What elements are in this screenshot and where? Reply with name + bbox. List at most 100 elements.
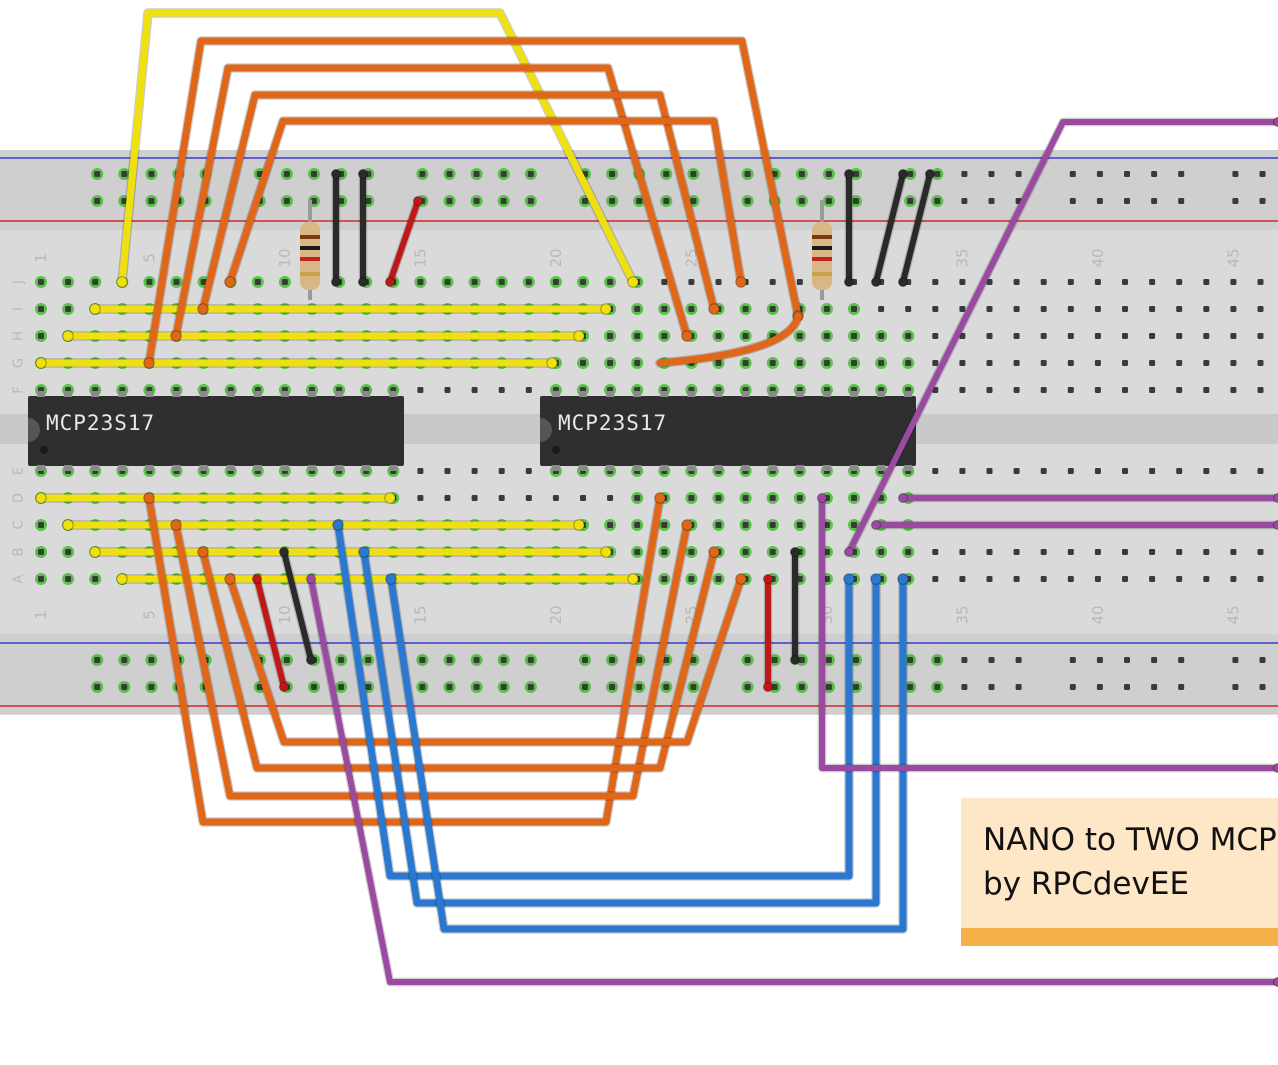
hole	[148, 684, 155, 690]
note-title: NANO to TWO MCP23S17	[983, 822, 1278, 858]
hole	[500, 198, 507, 204]
hole	[609, 684, 616, 690]
hole	[38, 306, 44, 312]
column-number: 5	[140, 610, 158, 620]
hole	[525, 495, 532, 501]
ic-chip-2: MCP23S17	[540, 391, 916, 471]
hole	[744, 657, 751, 663]
hole	[1013, 468, 1020, 474]
hole	[417, 468, 424, 474]
blue-wire	[360, 548, 880, 907]
chip-pin	[91, 391, 100, 397]
row-letter: F	[12, 386, 27, 393]
hole	[986, 387, 993, 393]
row-letter: H	[12, 331, 27, 341]
row-letter: C	[12, 520, 27, 529]
chip-pin1-dot	[40, 446, 48, 454]
wire-end	[708, 303, 720, 315]
wire-end	[925, 169, 935, 179]
hole	[607, 522, 614, 528]
orange-wire	[199, 548, 718, 772]
chip-pin	[280, 465, 289, 471]
hole	[715, 576, 722, 582]
resistor-band	[300, 272, 320, 276]
hole	[1149, 387, 1156, 393]
purple-wire	[846, 119, 1278, 555]
chip-pin	[226, 391, 235, 397]
wire-end	[844, 169, 854, 179]
wire-end	[385, 573, 397, 585]
hole	[905, 333, 912, 339]
hole	[907, 171, 914, 177]
hole	[1203, 387, 1210, 393]
chip-pin	[687, 465, 696, 471]
hole	[121, 657, 128, 663]
hole	[1230, 279, 1237, 285]
hole	[92, 279, 99, 285]
hole	[1176, 279, 1183, 285]
resistor-1	[300, 200, 320, 300]
hole	[986, 549, 993, 555]
hole	[1259, 657, 1266, 663]
hole	[500, 684, 507, 690]
hole	[1149, 549, 1156, 555]
wire-end	[1273, 763, 1278, 773]
hole	[1094, 549, 1101, 555]
chip-pin	[308, 391, 316, 397]
hole	[1232, 171, 1239, 177]
hole	[932, 333, 939, 339]
hole	[1178, 171, 1185, 177]
hole	[1178, 657, 1185, 663]
column-number: 35	[953, 605, 971, 624]
hole	[663, 684, 670, 690]
hole	[769, 549, 776, 555]
hole	[798, 657, 805, 663]
hole	[823, 306, 830, 312]
hole	[1230, 468, 1237, 474]
hole	[715, 522, 722, 528]
hole	[878, 549, 885, 555]
hole	[878, 333, 885, 339]
hole	[634, 495, 641, 501]
row-letter: A	[12, 574, 27, 583]
chip-pin	[795, 465, 804, 471]
hole	[1176, 360, 1183, 366]
hole	[94, 684, 101, 690]
hole	[1094, 576, 1101, 582]
chip-pin	[37, 391, 45, 397]
hole	[338, 657, 345, 663]
hole	[607, 360, 614, 366]
column-number: 40	[1089, 605, 1107, 624]
column-number: 15	[411, 248, 429, 267]
hole	[525, 279, 532, 285]
hole	[823, 360, 830, 366]
hole	[1232, 684, 1239, 690]
resistor-band	[812, 257, 832, 261]
hole	[1094, 279, 1101, 285]
hole	[690, 657, 697, 663]
hole	[1259, 198, 1266, 204]
hole	[254, 279, 261, 285]
hole	[1096, 171, 1103, 177]
hole	[1203, 279, 1210, 285]
column-number: 1	[32, 610, 50, 620]
black-wire	[281, 549, 314, 663]
note-background	[961, 798, 1278, 928]
hole	[769, 522, 776, 528]
wire-end	[897, 573, 909, 585]
wire-end	[89, 303, 101, 315]
hole	[661, 522, 668, 528]
hole	[444, 468, 451, 474]
chip-pin	[335, 465, 344, 471]
hole	[1015, 684, 1022, 690]
wire-end	[763, 682, 773, 692]
row-letter: J	[12, 280, 27, 285]
hole	[1257, 576, 1264, 582]
wire-end	[35, 357, 47, 369]
hole	[1232, 657, 1239, 663]
hole	[1149, 279, 1156, 285]
hole	[636, 657, 643, 663]
hole	[825, 684, 832, 690]
hole	[769, 495, 776, 501]
hole	[256, 171, 263, 177]
